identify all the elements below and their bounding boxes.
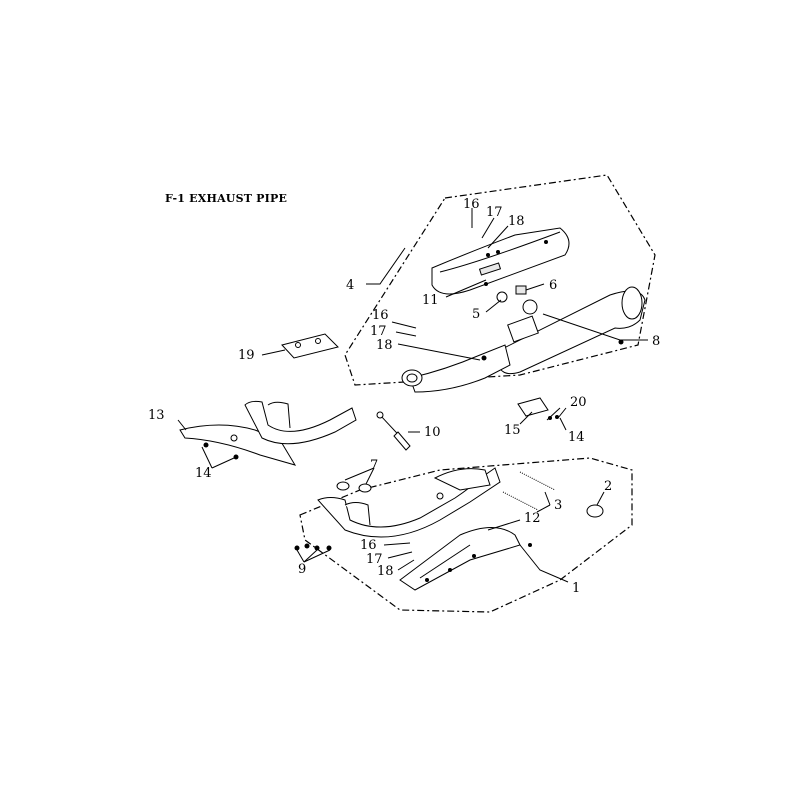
callout-18a: 18 xyxy=(508,214,525,229)
leader-lines xyxy=(177,208,648,583)
callout-11: 11 xyxy=(422,293,439,308)
callout-7: 7 xyxy=(370,458,378,473)
callout-labels: 1 2 3 4 5 6 7 8 9 10 11 12 13 14 14 15 1… xyxy=(148,197,660,596)
callout-2: 2 xyxy=(604,479,612,494)
callout-4: 4 xyxy=(346,278,354,293)
callout-14b: 14 xyxy=(568,430,585,445)
muffler-group-boundary xyxy=(344,174,656,386)
muffler xyxy=(401,285,646,393)
callout-1: 1 xyxy=(572,581,580,596)
callout-6: 6 xyxy=(549,278,557,293)
callout-9: 9 xyxy=(298,562,306,577)
callout-10: 10 xyxy=(424,425,441,440)
washers xyxy=(336,481,372,493)
callout-17c: 17 xyxy=(366,552,383,567)
callout-16c: 16 xyxy=(360,538,377,553)
callout-19: 19 xyxy=(238,348,255,363)
heat-shield-plate xyxy=(281,333,339,359)
gasket-plate xyxy=(517,397,559,420)
springs xyxy=(502,471,556,511)
header-pipe-upper xyxy=(179,400,357,466)
callout-18b: 18 xyxy=(376,338,393,353)
bolts xyxy=(294,543,332,551)
callout-16b: 16 xyxy=(372,308,389,323)
callout-12: 12 xyxy=(524,511,541,526)
callout-18c: 18 xyxy=(377,564,394,579)
callout-20: 20 xyxy=(570,395,587,410)
callout-17a: 17 xyxy=(486,205,503,220)
header-pipe-lower xyxy=(317,467,501,538)
callout-13: 13 xyxy=(148,408,165,423)
muffler-heat-shield xyxy=(431,227,570,295)
pipe-group-boundary xyxy=(299,457,633,613)
callout-5: 5 xyxy=(472,307,480,322)
lower-heat-shield xyxy=(399,527,532,591)
gasket-ring xyxy=(586,504,604,518)
diagram-title: F-1 EXHAUST PIPE xyxy=(165,192,288,205)
callout-16a: 16 xyxy=(463,197,480,212)
callout-15: 15 xyxy=(504,423,521,438)
callout-3: 3 xyxy=(554,498,562,513)
callout-14a: 14 xyxy=(195,466,212,481)
callout-8: 8 xyxy=(652,334,660,349)
oxygen-sensor xyxy=(376,411,411,451)
callout-17b: 17 xyxy=(370,324,387,339)
